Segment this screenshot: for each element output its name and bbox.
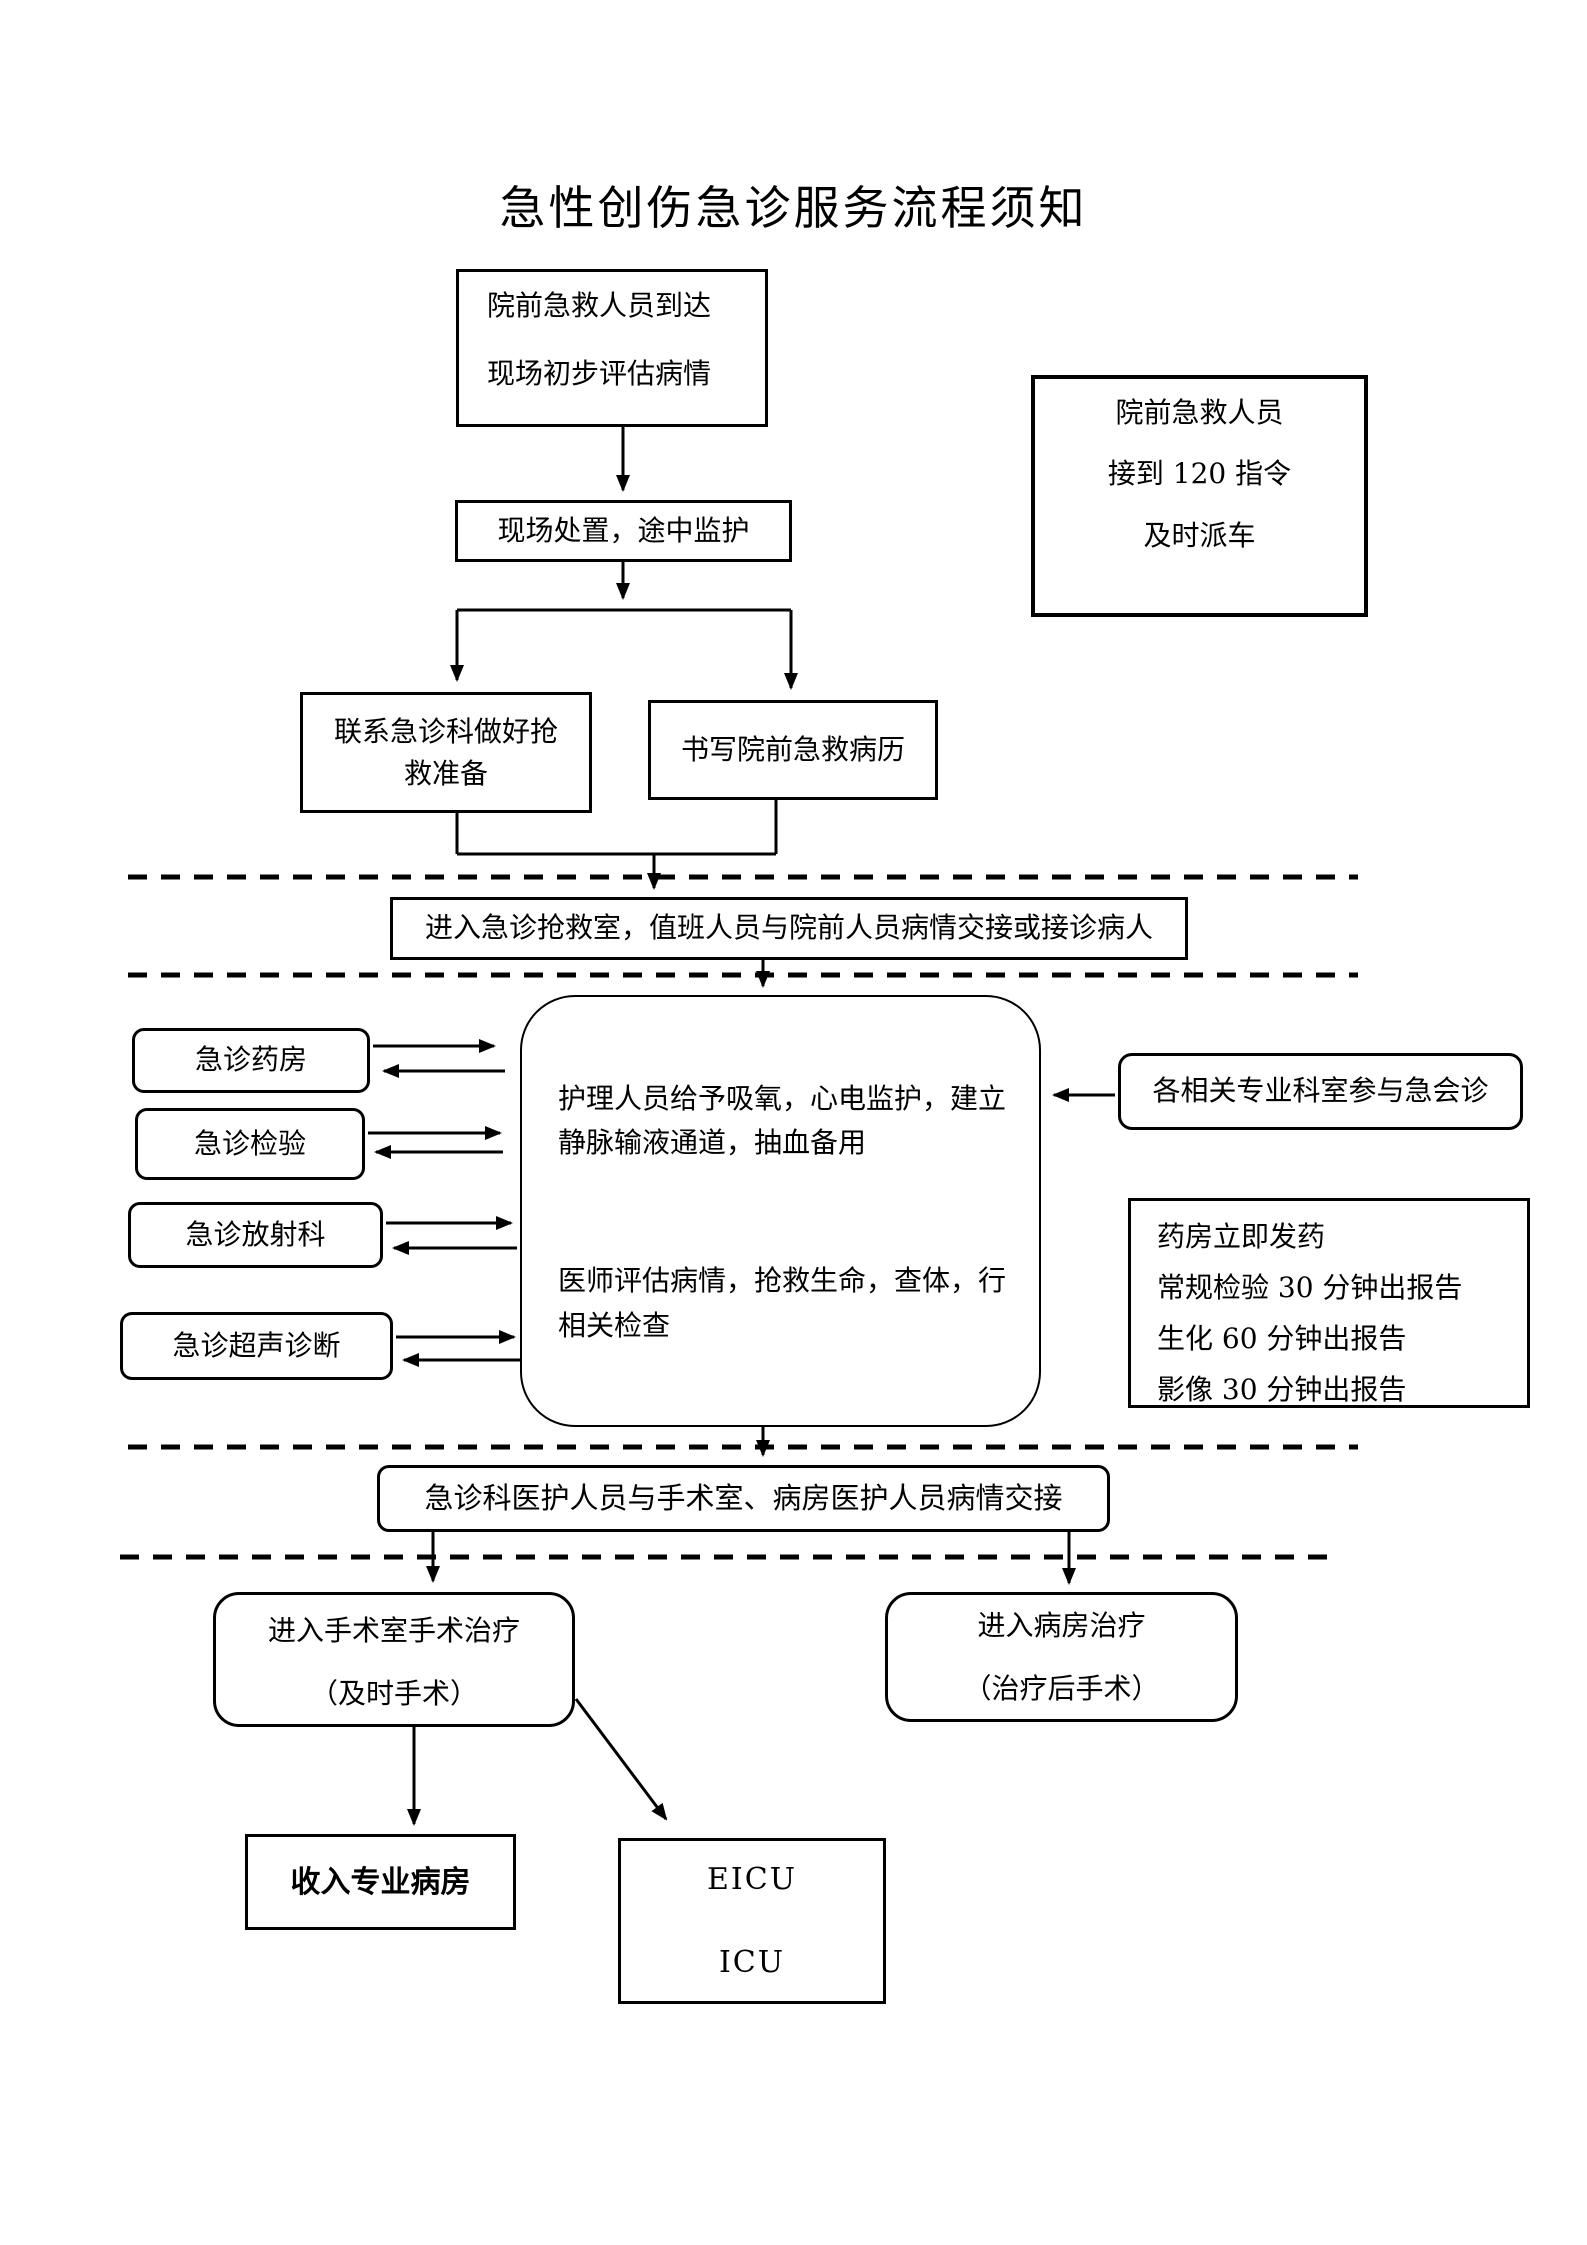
node-text-line: 各相关专业科室参与急会诊: [1152, 1074, 1489, 1108]
node-text-line: 现场处置，途中监护: [497, 513, 750, 547]
node-ward-treatment: 进入病房治疗 （治疗后手术）: [885, 1592, 1238, 1722]
node-text-line: 药房立即发药: [1157, 1220, 1326, 1253]
node-er-pharmacy: 急诊药房: [132, 1028, 370, 1093]
node-onsite-handling: 现场处置，途中监护: [455, 500, 792, 562]
node-text-line: 急诊科医护人员与手术室、病房医护人员病情交接: [424, 1480, 1063, 1515]
node-text-line: EICU: [707, 1862, 797, 1897]
node-text-line: 联系急诊科做好抢: [333, 714, 558, 748]
node-text-line: 进入急诊抢救室，值班人员与院前人员病情交接或接诊病人: [424, 911, 1153, 945]
node-er-lab: 急诊检验: [135, 1108, 365, 1180]
node-text-line: 进入手术室手术治疗: [267, 1614, 520, 1647]
node-text-line: 及时派车: [1143, 518, 1256, 552]
node-prehospital-record: 书写院前急救病历: [648, 700, 938, 800]
node-icu: EICU ICU: [618, 1838, 886, 2004]
node-er-radiology: 急诊放射科: [128, 1202, 383, 1268]
node-text-line: 进入病房治疗: [977, 1609, 1146, 1642]
node-dispatch-120: 院前急救人员 接到 120 指令 及时派车: [1031, 375, 1368, 617]
node-text-line: ICU: [718, 1945, 786, 1980]
node-er-ultrasound: 急诊超声诊断: [120, 1312, 393, 1380]
node-surgery: 进入手术室手术治疗 （及时手术）: [213, 1592, 575, 1727]
node-service-times: 药房立即发药 常规检验 30 分钟出报告 生化 60 分钟出报告 影像 30 分…: [1128, 1198, 1530, 1408]
node-text-line: 急诊超声诊断: [172, 1328, 341, 1362]
node-text-line: 急诊检验: [193, 1126, 306, 1160]
node-text-line: 生化 60 分钟出报告: [1157, 1321, 1407, 1355]
rescue-nursing-text: 护理人员给予吸氧，心电监护，建立静脉输液通道，抽血备用: [558, 1082, 1007, 1160]
node-text-line: 收入专业病房: [290, 1864, 471, 1900]
node-text-line: （及时手术）: [309, 1677, 478, 1711]
node-text-line: 急诊放射科: [185, 1217, 326, 1251]
node-contact-er: 联系急诊科做好抢 救准备: [300, 692, 592, 813]
node-text-line: 院前急救人员到达: [487, 289, 712, 322]
node-text-line: 书写院前急救病历: [680, 732, 905, 766]
node-text-line: 救准备: [403, 756, 488, 790]
node-enter-rescue-room: 进入急诊抢救室，值班人员与院前人员病情交接或接诊病人: [390, 897, 1188, 960]
node-handover: 急诊科医护人员与手术室、病房医护人员病情交接: [377, 1465, 1110, 1532]
page-title: 急性创伤急诊服务流程须知: [499, 181, 1088, 235]
node-text-line: 常规检验 30 分钟出报告: [1157, 1270, 1463, 1304]
node-specialty-ward: 收入专业病房: [245, 1834, 516, 1930]
node-prehospital-arrival: 院前急救人员到达 现场初步评估病情: [456, 269, 768, 427]
node-text-line: 院前急救人员: [1115, 396, 1284, 429]
arrow-surgery-to-icu: [574, 1698, 668, 1821]
node-text-line: 接到 120 指令: [1107, 457, 1292, 491]
node-consultation: 各相关专业科室参与急会诊: [1118, 1053, 1523, 1130]
node-text-line: 影像 30 分钟出报告: [1157, 1372, 1407, 1406]
rescue-physician-text: 医师评估病情，抢救生命，查体，行相关检查: [558, 1264, 1007, 1342]
node-text-line: 现场初步评估病情: [487, 357, 712, 391]
node-text-line: （治疗后手术）: [963, 1672, 1160, 1706]
node-text-line: 急诊药房: [194, 1043, 307, 1077]
node-rescue-core: 护理人员给予吸氧，心电监护，建立静脉输液通道，抽血备用 医师评估病情，抢救生命，…: [520, 995, 1041, 1427]
